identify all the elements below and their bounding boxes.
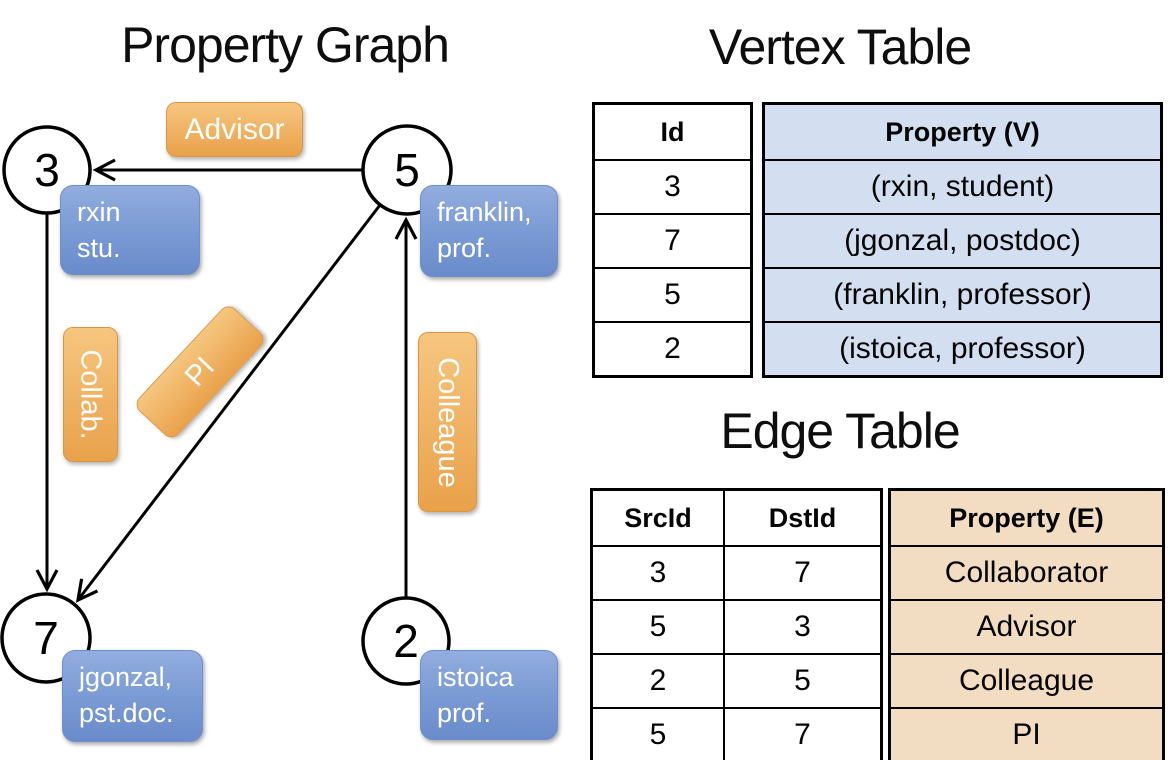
edge-table-dstid-header: DstId [768,502,837,533]
table-cell: (franklin, professor) [765,267,1160,321]
edge-table-property-column: Property (E) Collaborator Advisor Collea… [888,488,1165,760]
edge-label-pi-text: PI [178,350,221,393]
edge-table-src-dst-columns: SrcId DstId 3 7 5 3 2 5 5 7 [590,488,883,760]
table-cell: 5 [593,707,725,760]
vertex-table-property-column: Property (V) (rxin, student) (jgonzal, p… [762,102,1163,378]
table-cell: (rxin, student) [765,159,1160,213]
vertex-property-box-2: istoica prof. [420,650,558,740]
table-cell: Colleague [891,653,1162,707]
table-cell: 5 [593,599,725,653]
edge-pi-arrow [75,204,382,603]
vertex-property-line: rxin [77,197,121,227]
vertex-table-id-header: Id [660,116,685,147]
vertex-node-2-id: 2 [393,615,419,667]
vertex-node-5-id: 5 [394,144,420,196]
vertex-property-box-7: jgonzal, pst.doc. [62,650,203,742]
vertex-property-box-5: franklin, prof. [420,185,558,277]
vertex-node-3-id: 3 [34,144,60,196]
edge-table: SrcId DstId 3 7 5 3 2 5 5 7 Property (E)… [590,488,1165,760]
edge-label-colleague-text: Colleague [432,356,465,488]
edge-table-title: Edge Table [720,403,960,459]
edge-label-advisor-text: Advisor [184,112,285,146]
table-cell: 5 [725,653,880,707]
vertex-property-line: pst.doc. [79,697,174,728]
table-cell: 3 [725,599,880,653]
vertex-property-line: franklin, [437,197,532,227]
table-cell: 7 [725,545,880,599]
vertex-table-title: Vertex Table [708,19,972,75]
table-cell: PI [891,707,1162,760]
edge-label-colleague: Colleague [418,332,477,512]
table-cell: 3 [595,159,750,213]
edge-label-advisor: Advisor [166,102,303,157]
property-graph-title: Property Graph [121,17,450,73]
edge-table-srcid-header: SrcId [593,491,725,545]
table-cell: 2 [595,321,750,375]
vertex-property-line: prof. [437,232,492,263]
vertex-node-7-id: 7 [33,612,59,664]
edge-table-property-header: Property (E) [891,491,1162,545]
table-cell: (jgonzal, postdoc) [765,213,1160,267]
table-cell: 2 [593,653,725,707]
vertex-property-line: stu. [77,232,121,263]
vertex-table: Id 3 7 5 2 Property (V) (rxin, student) … [592,102,1163,378]
vertex-property-line: jgonzal, [79,662,173,692]
vertex-table-id-column: Id 3 7 5 2 [592,102,753,378]
table-cell: 3 [593,545,725,599]
vertex-table-property-header: Property (V) [765,105,1160,159]
table-cell: (istoica, professor) [765,321,1160,375]
table-cell: 7 [595,213,750,267]
vertex-property-line: prof. [437,697,492,728]
edge-label-collab: Collab. [63,327,118,462]
table-cell: Advisor [891,599,1162,653]
edge-label-collab-text: Collab. [75,349,107,440]
vertex-property-line: istoica [437,662,514,692]
table-cell: 5 [595,267,750,321]
vertex-property-box-3: rxin stu. [60,185,200,275]
table-cell: 7 [725,707,880,760]
table-cell: Collaborator [891,545,1162,599]
